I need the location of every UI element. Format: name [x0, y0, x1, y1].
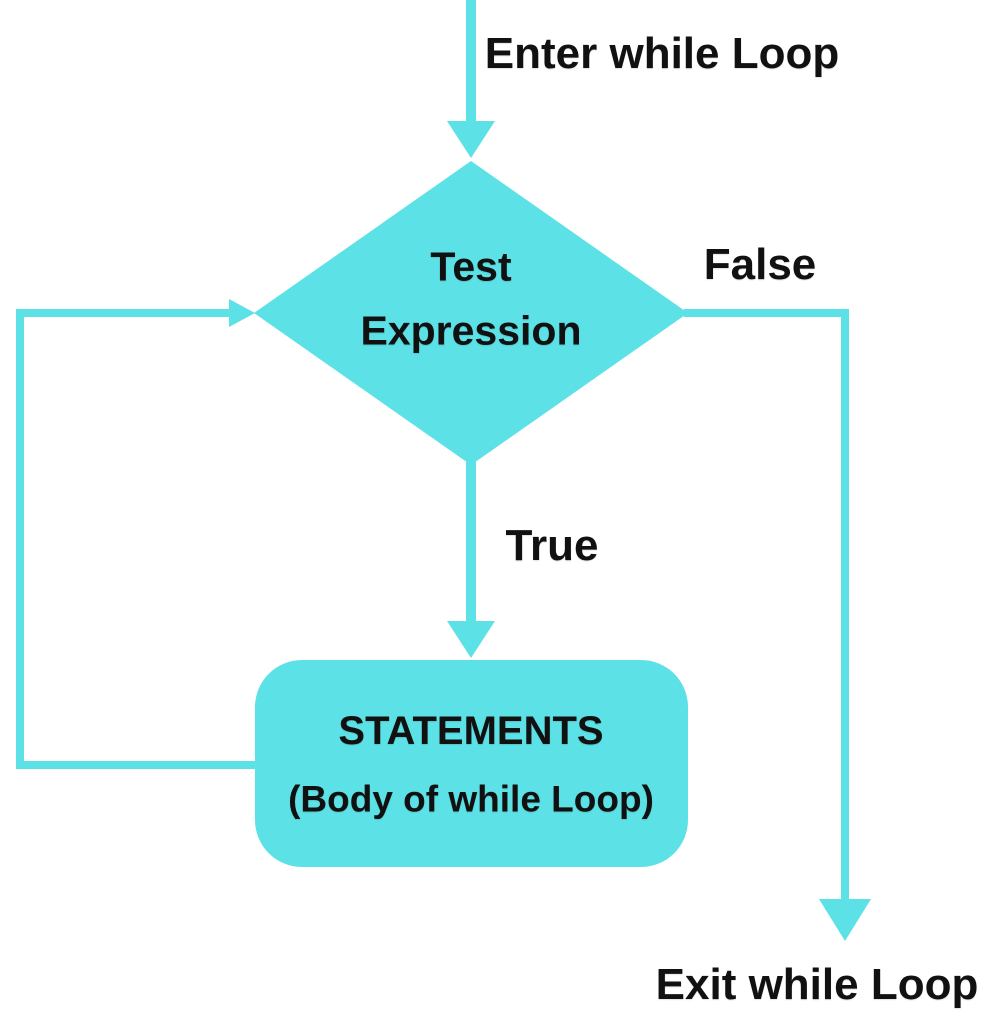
- decision-label-line2: Expression: [360, 307, 582, 354]
- process-label-line1: STATEMENTS: [338, 709, 604, 753]
- true-branch-label: True: [505, 521, 599, 570]
- exit-arrowhead-icon: [819, 899, 871, 941]
- entry-arrowhead-icon: [447, 121, 495, 158]
- process-box: [255, 660, 688, 867]
- true-arrowhead-icon: [447, 621, 495, 658]
- process-label-line2: (Body of while Loop): [288, 778, 654, 820]
- entry-label: Enter while Loop: [484, 29, 840, 78]
- exit-label: Exit while Loop: [655, 960, 979, 1009]
- loopback-arrowhead-icon: [229, 299, 255, 327]
- false-branch-connector: [684, 309, 849, 902]
- decision-diamond: [254, 161, 688, 465]
- false-branch-label: False: [703, 240, 817, 289]
- decision-label-line1: Test: [430, 243, 512, 290]
- loopback-connector: [16, 309, 256, 769]
